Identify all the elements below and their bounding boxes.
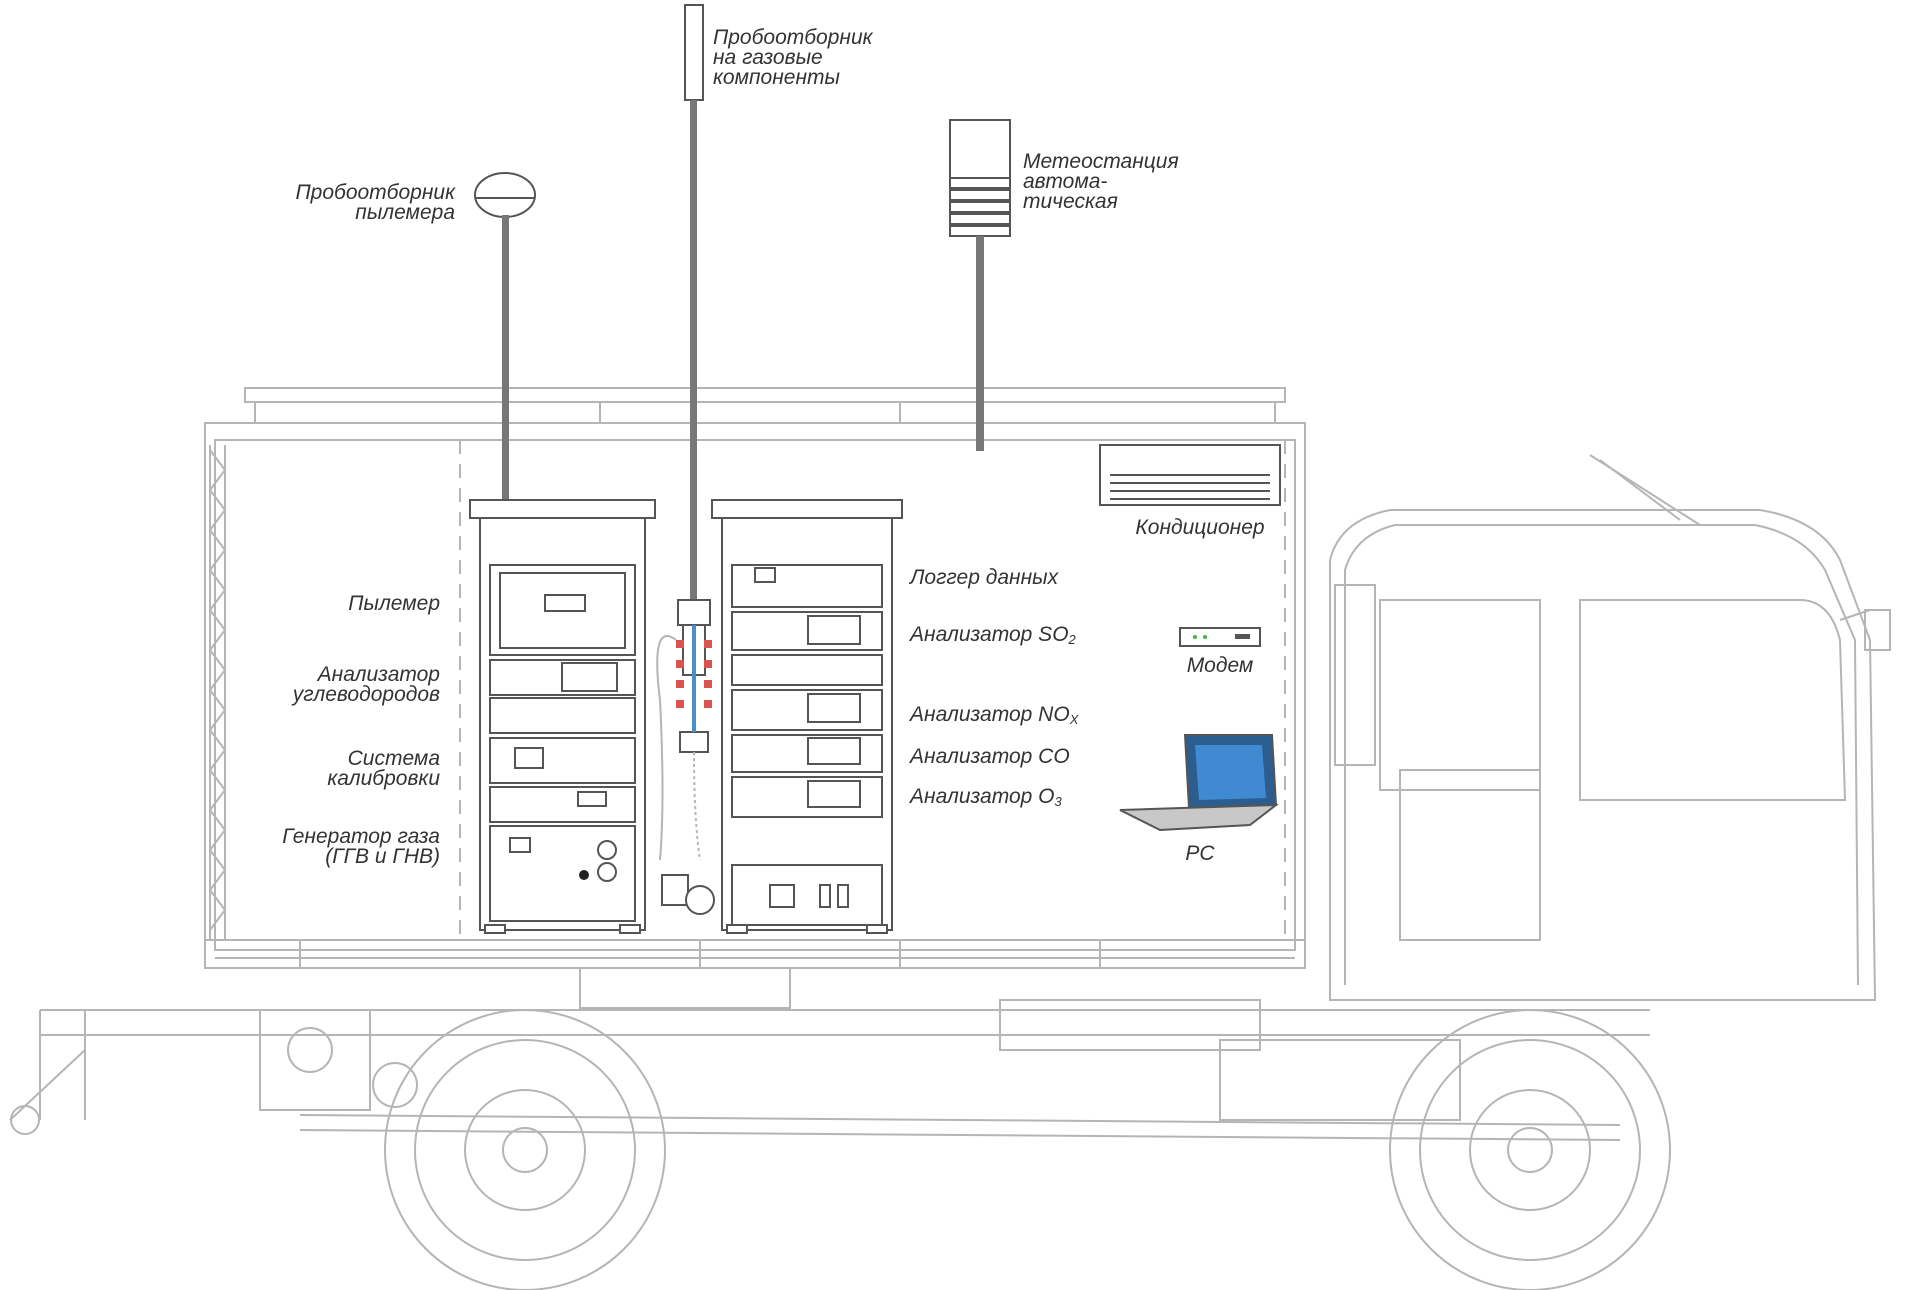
- label-weather-station: Метеостанция автома-тическая: [1023, 150, 1179, 213]
- gas-sampler: [656, 4, 712, 861]
- truck-cab: [1329, 454, 1891, 1001]
- label-modem: Модем: [1186, 654, 1254, 677]
- label-pc: PC: [1185, 842, 1215, 865]
- rear-wheel: [384, 1009, 666, 1290]
- laptop-pc: [1119, 734, 1280, 832]
- dust-sampler: [474, 172, 536, 500]
- front-wheel: [1389, 1009, 1671, 1290]
- chassis: [9, 967, 1650, 1141]
- air-conditioner-unit: [1099, 444, 1281, 506]
- right-rack: [661, 499, 903, 934]
- label-air-conditioner: Кондиционер: [1135, 516, 1265, 539]
- label-o3-analyzer: Анализатор O3: [910, 785, 1062, 809]
- label-so2-analyzer: Анализатор SO2: [910, 623, 1076, 647]
- modem-device: [1179, 627, 1261, 647]
- label-co-analyzer: Анализатор CO: [910, 745, 1070, 768]
- label-gas-generator: Генератор газа(ГГВ и ГНВ): [282, 825, 440, 868]
- left-rack: [469, 499, 656, 934]
- weather-station: [949, 119, 1011, 451]
- label-dust-meter: Пылемер: [348, 592, 440, 615]
- label-nox-analyzer: Анализатор NOX: [910, 703, 1079, 727]
- label-data-logger: Логгер данных: [910, 566, 1059, 589]
